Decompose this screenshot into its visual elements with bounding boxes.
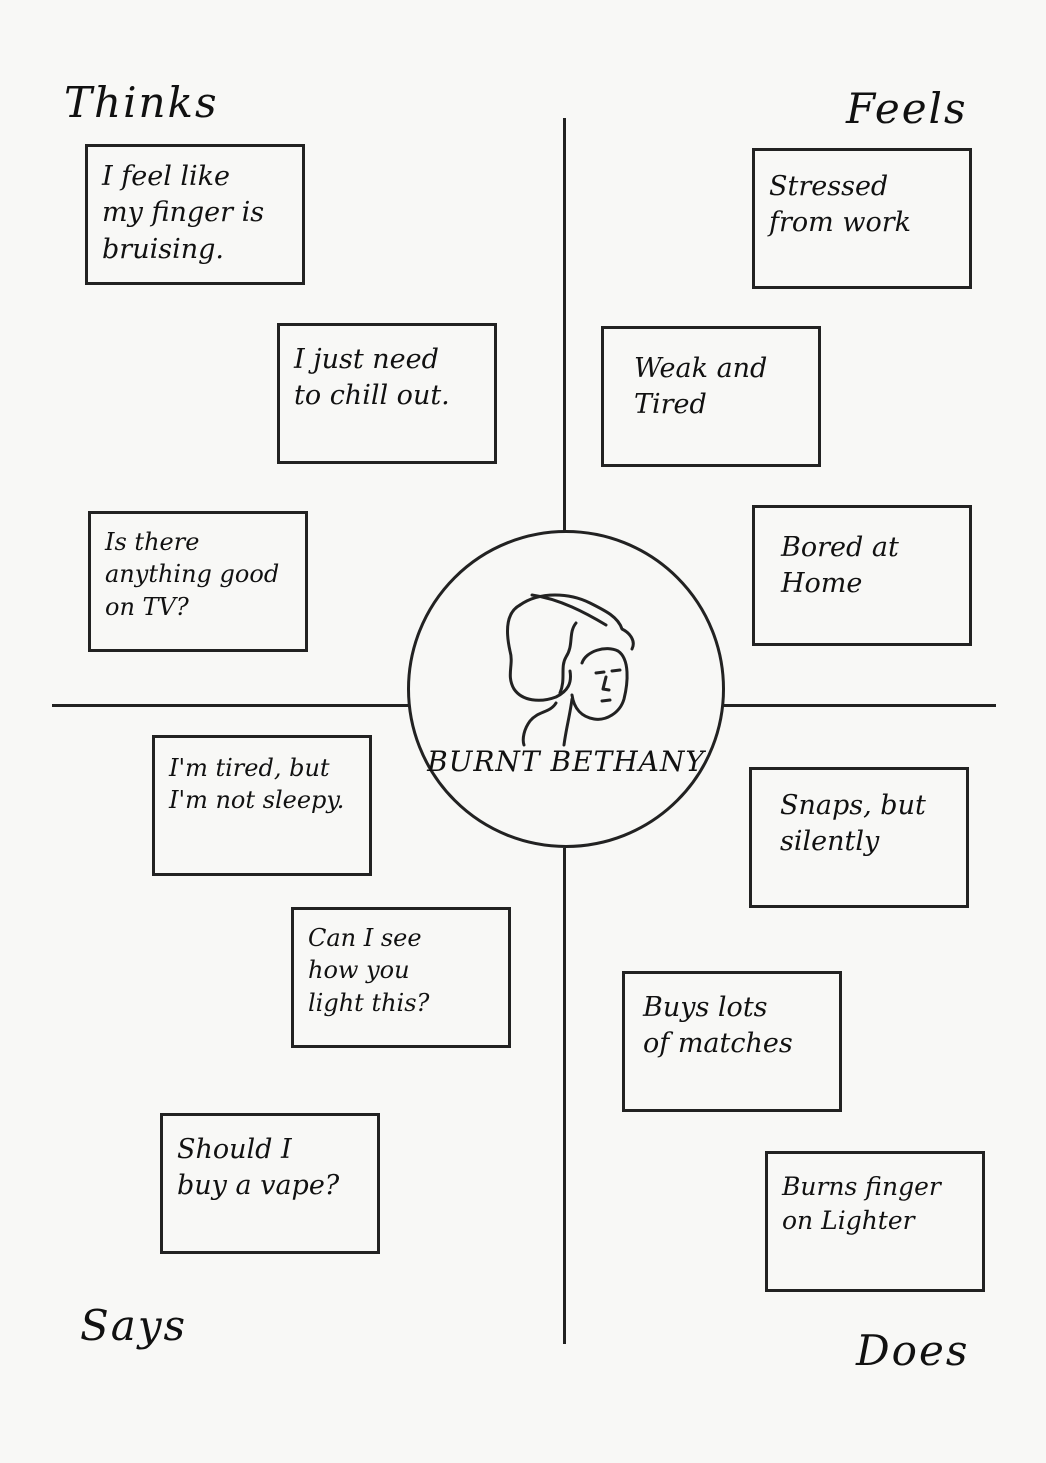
feels-note: Weak and Tired [601, 326, 821, 467]
thinks-label: Thinks [64, 78, 219, 127]
feels-label: Feels [846, 84, 968, 133]
says-label: Says [80, 1301, 188, 1350]
says-note: Can I see how you light this? [291, 907, 511, 1048]
feels-note: Bored at Home [752, 505, 972, 646]
persona-circle: BURNT BETHANY [407, 530, 725, 848]
horizontal-divider-right [724, 704, 996, 707]
feels-note: Stressed from work [752, 148, 972, 289]
does-note: Buys lots of matches [622, 971, 842, 1112]
vertical-divider-bottom [563, 848, 566, 1344]
person-sketch-icon [505, 593, 635, 747]
thinks-note: Is there anything good on TV? [88, 511, 308, 652]
horizontal-divider-left [52, 704, 409, 707]
thinks-note: I feel like my finger is bruising. [85, 144, 305, 285]
does-note: Snaps, but silently [749, 767, 969, 908]
says-note: I'm tired, but I'm not sleepy. [152, 735, 372, 876]
vertical-divider-top [563, 118, 566, 532]
does-note: Burns finger on Lighter [765, 1151, 985, 1292]
does-label: Does [856, 1326, 970, 1375]
persona-name: BURNT BETHANY [427, 745, 705, 778]
says-note: Should I buy a vape? [160, 1113, 380, 1254]
thinks-note: I just need to chill out. [277, 323, 497, 464]
